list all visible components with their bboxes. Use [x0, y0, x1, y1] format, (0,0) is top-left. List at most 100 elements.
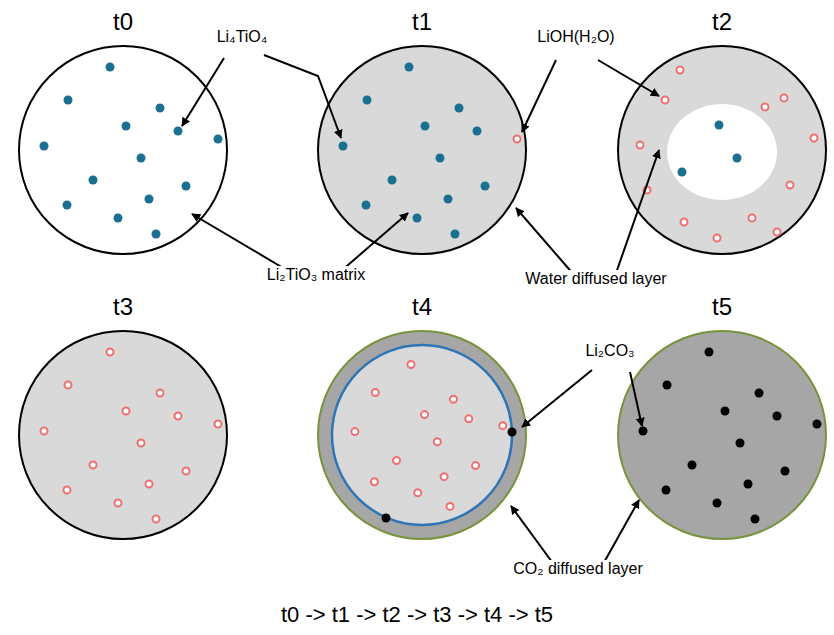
lioh-particle: [644, 187, 651, 194]
lioh-particle: [421, 411, 428, 418]
li2co3-particle: [744, 480, 753, 489]
particle-circle: [17, 329, 229, 541]
li2co3-particle: [813, 420, 822, 429]
li2co3-particle: [751, 515, 760, 524]
lioh-particle: [414, 489, 421, 496]
li4tio4-particle: [678, 168, 687, 177]
lioh-particle: [183, 468, 190, 475]
li4tio4-particle: [363, 96, 372, 105]
lioh-particle: [115, 500, 122, 507]
li4tio4-particle: [156, 104, 165, 113]
particle-stage: t0: [17, 44, 229, 256]
particle-stage: t3: [17, 329, 229, 541]
lioh-particle: [781, 95, 788, 102]
lioh-particle: [393, 457, 400, 464]
lioh-particle: [90, 462, 97, 469]
lioh-particle: [774, 229, 781, 236]
li2co3-particle: [721, 407, 730, 416]
li4tio4-particle: [174, 127, 183, 136]
leader-line: [511, 506, 555, 566]
li2co3-particle: [662, 486, 671, 495]
callout-label: Li₂TiO₃ matrix: [265, 266, 367, 284]
lioh-particle: [64, 487, 71, 494]
particle-circle: [616, 44, 828, 256]
dry-core: [667, 104, 777, 200]
li4tio4-particle: [137, 154, 146, 163]
lioh-particle: [441, 473, 448, 480]
particle-circle: [616, 329, 828, 541]
lioh-particle: [407, 361, 414, 368]
li4tio4-particle: [444, 195, 453, 204]
stage-label: t4: [412, 295, 432, 319]
lioh-particle: [514, 136, 521, 143]
li4tio4-particle: [182, 182, 191, 191]
li4tio4-particle: [715, 121, 724, 130]
particle-outline: [19, 331, 227, 539]
li4tio4-particle: [451, 230, 460, 239]
lioh-particle: [447, 503, 454, 510]
lioh-particle: [637, 142, 644, 149]
lioh-particle: [351, 428, 358, 435]
callout-label: Li₂CO₃: [583, 342, 636, 360]
li2co3-particle: [688, 461, 697, 470]
stage-label: t3: [113, 295, 133, 319]
stage-label: t2: [712, 10, 732, 34]
stage-label: t5: [712, 295, 732, 319]
lioh-particle: [465, 415, 472, 422]
li4tio4-particle: [405, 63, 414, 72]
lioh-particle: [450, 396, 457, 403]
lioh-particle: [811, 135, 818, 142]
li4tio4-particle: [473, 127, 482, 136]
li2co3-particle: [382, 514, 391, 523]
li2co3-particle: [713, 499, 722, 508]
lioh-particle: [215, 421, 222, 428]
leader-line: [522, 60, 556, 132]
li4tio4-particle: [40, 142, 49, 151]
particle-circle: [17, 44, 229, 256]
lioh-particle: [434, 438, 441, 445]
leader-line: [602, 500, 639, 566]
li4tio4-particle: [362, 201, 371, 210]
callout-label: Water diffused layer: [523, 270, 668, 288]
li4tio4-particle: [388, 176, 397, 185]
li2co3-particle: [705, 348, 714, 357]
lioh-particle: [787, 182, 794, 189]
lioh-particle: [677, 67, 684, 74]
li2co3-particle: [781, 467, 790, 476]
lioh-particle: [681, 219, 688, 226]
li4tio4-particle: [89, 176, 98, 185]
li2co3-particle: [663, 381, 672, 390]
callout-label: Li₄TiO₄: [215, 28, 270, 46]
li4tio4-particle: [152, 230, 161, 239]
li4tio4-particle: [106, 63, 115, 72]
particle-outline: [318, 331, 526, 539]
li2co3-particle: [736, 439, 745, 448]
leader-line: [516, 208, 575, 276]
lioh-particle: [372, 389, 379, 396]
particle-stage: t2: [616, 44, 828, 256]
reaction-front: [332, 345, 512, 525]
li4tio4-particle: [64, 96, 73, 105]
li4tio4-particle: [421, 122, 430, 131]
stage-label: t0: [113, 10, 133, 34]
particle-outline: [618, 46, 826, 254]
li4tio4-particle: [413, 214, 422, 223]
lioh-particle: [153, 516, 160, 523]
particle-circle: [316, 329, 528, 541]
li4tio4-particle: [339, 142, 348, 151]
particle-outline: [318, 46, 526, 254]
callout-label: LiOH(H₂O): [535, 28, 616, 46]
caption: t0 -> t1 -> t2 -> t3 -> t4 -> t5: [281, 603, 553, 627]
li2co3-particle: [639, 427, 648, 436]
stage-label: t1: [412, 10, 432, 34]
li4tio4-particle: [145, 195, 154, 204]
li4tio4-particle: [436, 154, 445, 163]
lioh-particle: [749, 215, 756, 222]
li2co3-particle: [508, 428, 517, 437]
particle-stage: t4: [316, 329, 528, 541]
lioh-particle: [371, 478, 378, 485]
li2co3-particle: [755, 389, 764, 398]
lioh-particle: [123, 408, 130, 415]
particle-circle: [316, 44, 528, 256]
lioh-particle: [714, 235, 721, 242]
